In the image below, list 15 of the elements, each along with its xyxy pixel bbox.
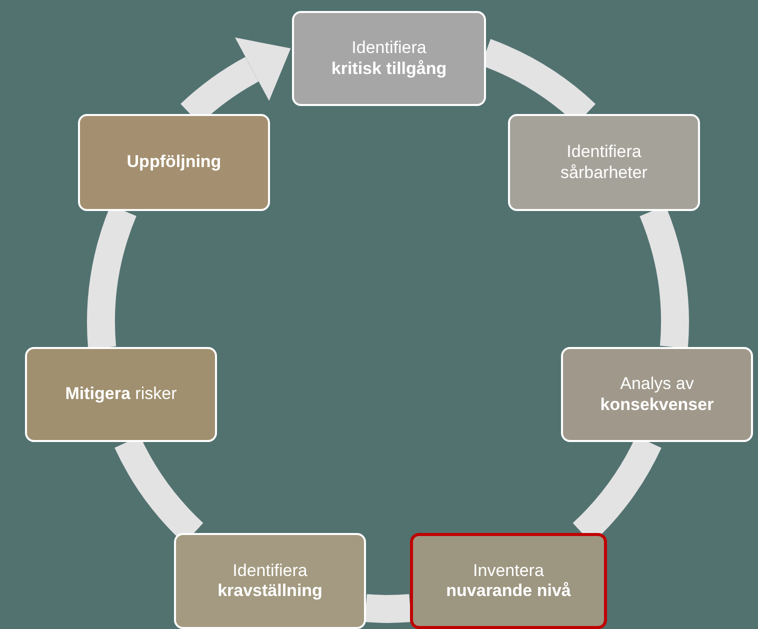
process-box: [25, 347, 217, 442]
process-box: [78, 114, 270, 211]
step-label: Uppföljning: [126, 152, 222, 173]
step-label: Identifiera kravställning: [216, 560, 324, 602]
process-box: [561, 347, 753, 442]
process-box: [174, 533, 366, 629]
step-label: Identifiera kritisk tillgång: [330, 38, 448, 79]
process-box: [292, 11, 486, 106]
process-box: [508, 114, 700, 211]
step-label: Identifiera sårbarheter: [560, 142, 648, 183]
step-label: Analys av konsekvenser: [599, 374, 715, 415]
process-box: [410, 533, 607, 629]
step-label: Inventera nuvarande nivå: [445, 560, 572, 602]
ring-segment: [365, 594, 411, 623]
step-label: Mitigera risker: [65, 384, 177, 405]
